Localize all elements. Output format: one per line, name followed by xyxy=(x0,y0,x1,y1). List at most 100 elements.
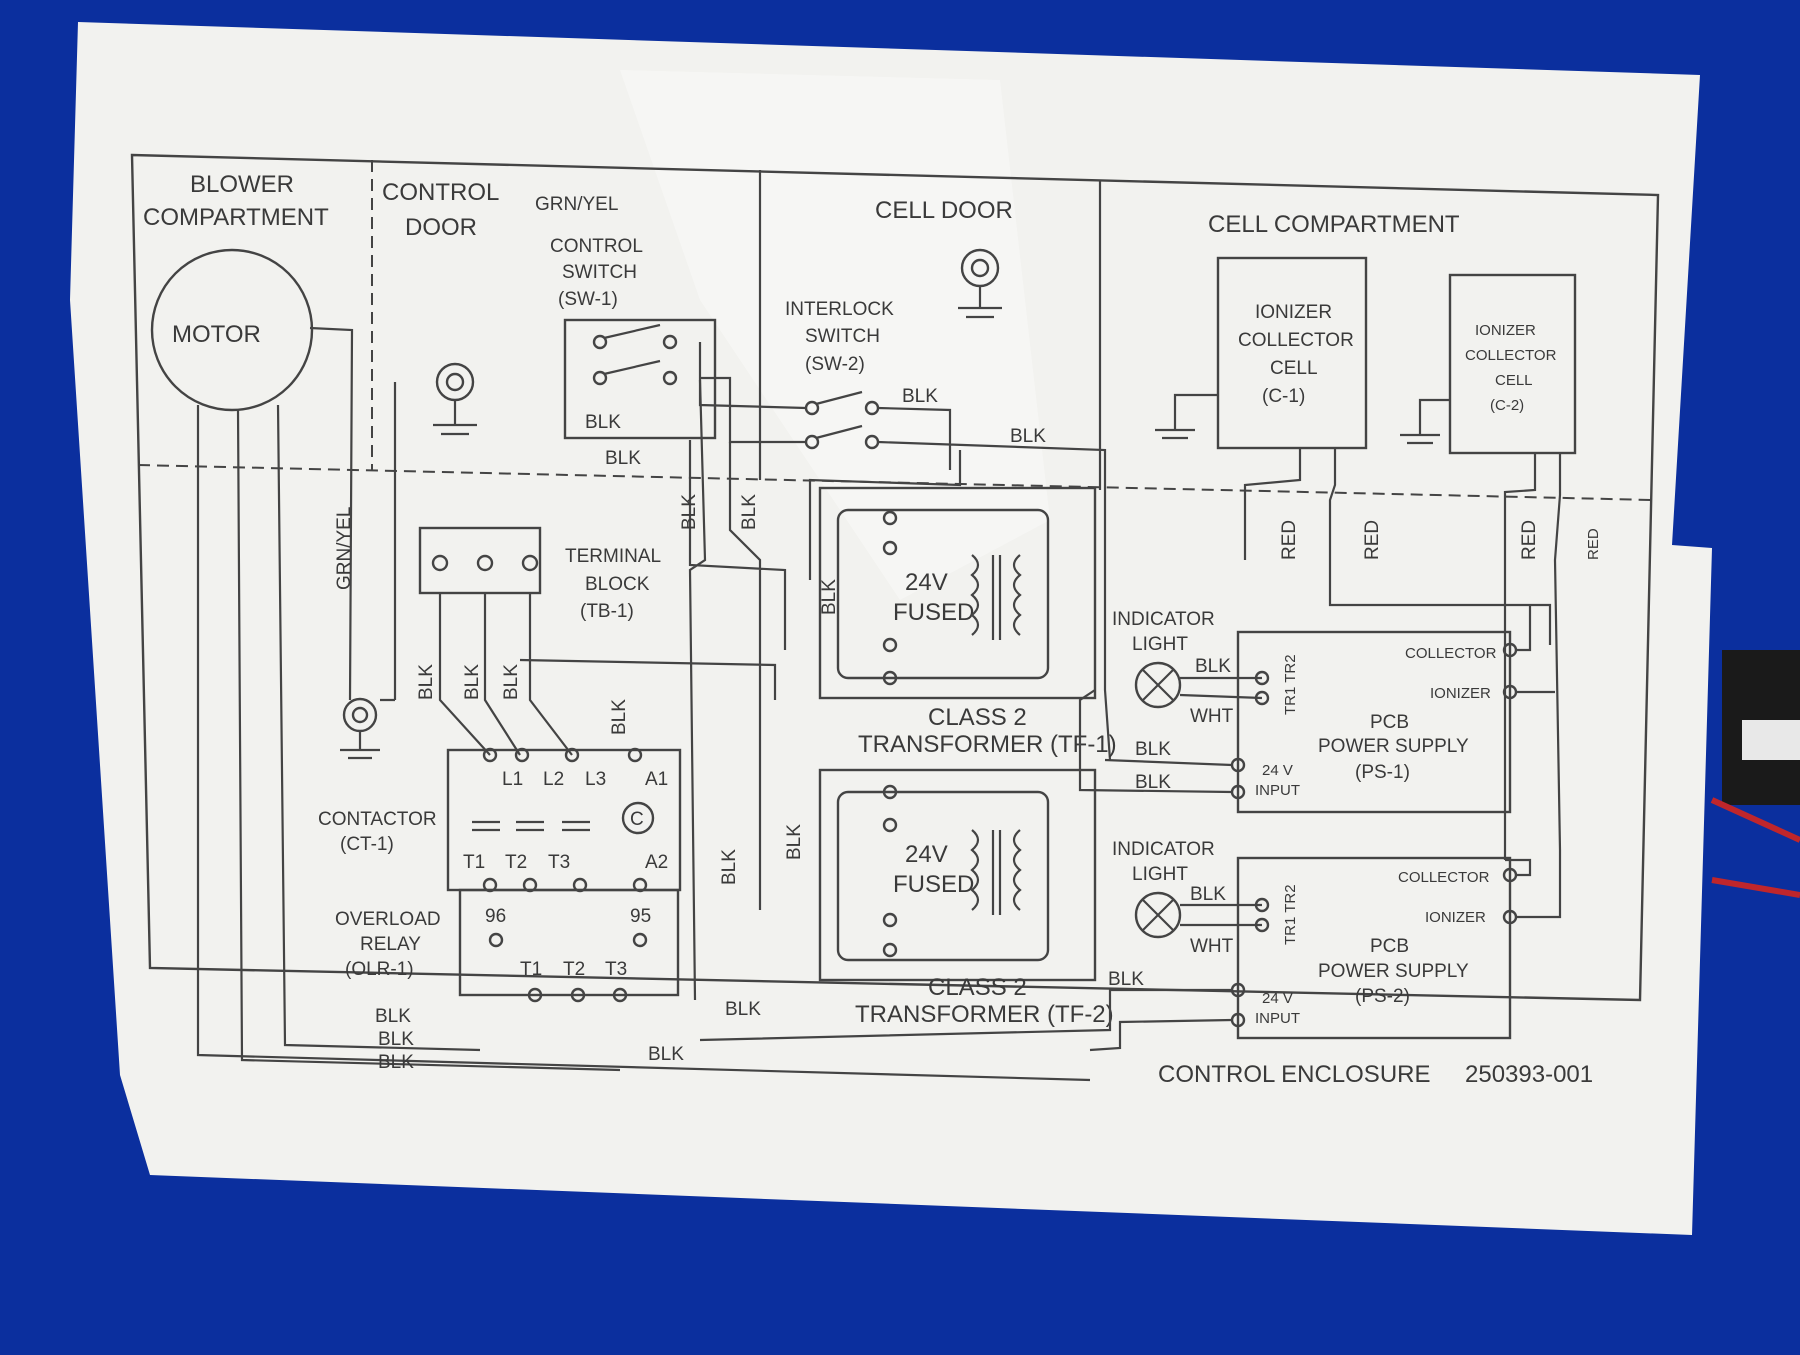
section-blower-line2: COMPARTMENT xyxy=(143,204,329,231)
relay-t1: T1 xyxy=(520,959,542,980)
transformer-1-label-1: CLASS 2 xyxy=(928,704,1027,731)
power-supply-2 xyxy=(1236,856,1512,1040)
cable-red xyxy=(1710,797,1800,843)
relay-t2: T2 xyxy=(563,959,585,980)
ps-2-terminal xyxy=(1254,897,1270,913)
wire-label-blk: BLK xyxy=(1135,772,1171,793)
motor-ground-lead xyxy=(309,326,354,701)
contactor-coil xyxy=(621,801,655,835)
transformer-2-fuse xyxy=(836,790,1050,962)
transformer-1-primary xyxy=(970,554,980,636)
transformer-1-fused-2: FUSED xyxy=(893,599,974,626)
overload-relay-label-1: OVERLOAD xyxy=(335,909,441,930)
ground-icon xyxy=(433,362,477,436)
wire-label-blk: BLK xyxy=(585,412,621,433)
section-control-door-line1: CONTROL xyxy=(382,179,499,206)
contactor-label-1: CONTACTOR xyxy=(318,809,437,830)
ps-1-tr: TR1 TR2 xyxy=(1282,654,1299,715)
wire-label-red: RED xyxy=(1519,520,1540,560)
control-switch-label-1: CONTROL xyxy=(550,236,643,257)
wire-label-blk: BLK xyxy=(462,664,483,700)
interlock-switch-label-2: SWITCH xyxy=(805,326,880,347)
transformer-2-enclosure xyxy=(818,768,1097,982)
cell-2-label-1: IONIZER xyxy=(1475,322,1536,339)
cell-1-label-1: IONIZER xyxy=(1255,302,1332,323)
ps-2-label-1: PCB xyxy=(1370,936,1409,957)
transformer-2-fused-2: FUSED xyxy=(893,871,974,898)
overload-relay-label-3: (OLR-1) xyxy=(345,959,414,980)
transformer-2-primary xyxy=(970,829,980,911)
terminal-block-label-1: TERMINAL xyxy=(565,546,661,567)
ground-icon xyxy=(958,248,1002,319)
wire-label-blk: BLK xyxy=(1135,739,1171,760)
wire-bundle xyxy=(688,379,787,1001)
wire-label-blk: BLK xyxy=(1108,969,1144,990)
interlock-switch-label-1: INTERLOCK xyxy=(785,299,894,320)
terminal-screw xyxy=(431,554,449,572)
wire-label-blk: BLK xyxy=(819,579,840,615)
ground-icon xyxy=(340,697,380,760)
cell-1-label-2: COLLECTOR xyxy=(1238,330,1354,351)
wire-tb-jumper xyxy=(519,658,777,700)
wire-label-blk: BLK xyxy=(719,849,740,885)
transformer-2-label-1: CLASS 2 xyxy=(928,974,1027,1001)
terminal-block xyxy=(418,526,542,595)
wire-label-blk: BLK xyxy=(648,1044,684,1065)
paper-sheet xyxy=(70,22,1712,1235)
part-number: 250393-001 xyxy=(1465,1061,1593,1088)
ps-1-input-2: INPUT xyxy=(1255,782,1300,799)
interlock-switch-label-3: (SW-2) xyxy=(805,354,865,375)
contactor-t1: T1 xyxy=(463,852,485,873)
wire-label-blk: BLK xyxy=(1190,884,1226,905)
wire-label-grn-yel-1: GRN/YEL xyxy=(334,507,355,590)
motor-lead-1 xyxy=(196,405,1091,1082)
control-switch-label-2: SWITCH xyxy=(562,262,637,283)
ps-1-terminal xyxy=(1254,670,1270,686)
wire-label-red: RED xyxy=(1585,528,1602,560)
wire-label-red: RED xyxy=(1362,520,1383,560)
section-blower-line1: BLOWER xyxy=(190,171,294,198)
ps-1-label-2: POWER SUPPLY xyxy=(1318,736,1469,757)
wire-label-blk: BLK xyxy=(1195,656,1231,677)
wire-label-blk: BLK xyxy=(416,664,437,700)
contactor-poles xyxy=(472,820,590,832)
ps-2-label-3: (PS-2) xyxy=(1355,986,1410,1007)
indicator-light-1-label-1: INDICATOR xyxy=(1112,609,1215,630)
contactor-l2: L2 xyxy=(543,769,564,790)
indicator-light-2-label-2: LIGHT xyxy=(1132,864,1188,885)
cable-plug xyxy=(1742,720,1800,760)
wire-label-blk: BLK xyxy=(679,494,700,530)
terminal-block-label-2: BLOCK xyxy=(585,574,650,595)
ps-1-label-1: PCB xyxy=(1370,712,1409,733)
transformer-1-fused-1: 24V xyxy=(905,569,948,596)
ps-1-terminal xyxy=(1254,690,1270,706)
relay-aux-96: 96 xyxy=(485,906,506,927)
relay-load-terminals xyxy=(527,987,628,1003)
terminal-screw xyxy=(476,554,494,572)
ps-1-label-3: (PS-1) xyxy=(1355,762,1410,783)
plastic-sheen xyxy=(620,70,1050,600)
wire-label-blk: BLK xyxy=(784,824,805,860)
motor-lead-2 xyxy=(236,409,621,1072)
contactor-a2: A2 xyxy=(645,852,668,873)
terminal-block-label-3: (TB-1) xyxy=(580,601,634,622)
wire-label-blk: BLK xyxy=(501,664,522,700)
transformer-2-fused-1: 24V xyxy=(905,841,948,868)
ps-1-input-wires xyxy=(1078,689,1233,794)
wire-label-blk: BLK xyxy=(739,494,760,530)
ps-2-tr: TR1 TR2 xyxy=(1282,884,1299,945)
wire-label-wht: WHT xyxy=(1190,936,1234,957)
indicator-light-1-x xyxy=(1142,669,1174,701)
transformer-1-terminals xyxy=(882,510,898,686)
diagram-border xyxy=(130,153,1660,1002)
cell-2-label-3: CELL xyxy=(1495,372,1533,389)
terminal-screw xyxy=(521,554,539,572)
section-cell-compartment: CELL COMPARTMENT xyxy=(1208,211,1460,238)
overload-relay xyxy=(458,888,680,997)
cell-2-leads xyxy=(1503,453,1562,860)
wire-sw2-out xyxy=(877,406,1112,761)
cell-2-label-2: COLLECTOR xyxy=(1465,347,1557,364)
ps-1-output-wires xyxy=(1516,605,1555,694)
ps-1-input-1: 24 V xyxy=(1262,762,1293,779)
